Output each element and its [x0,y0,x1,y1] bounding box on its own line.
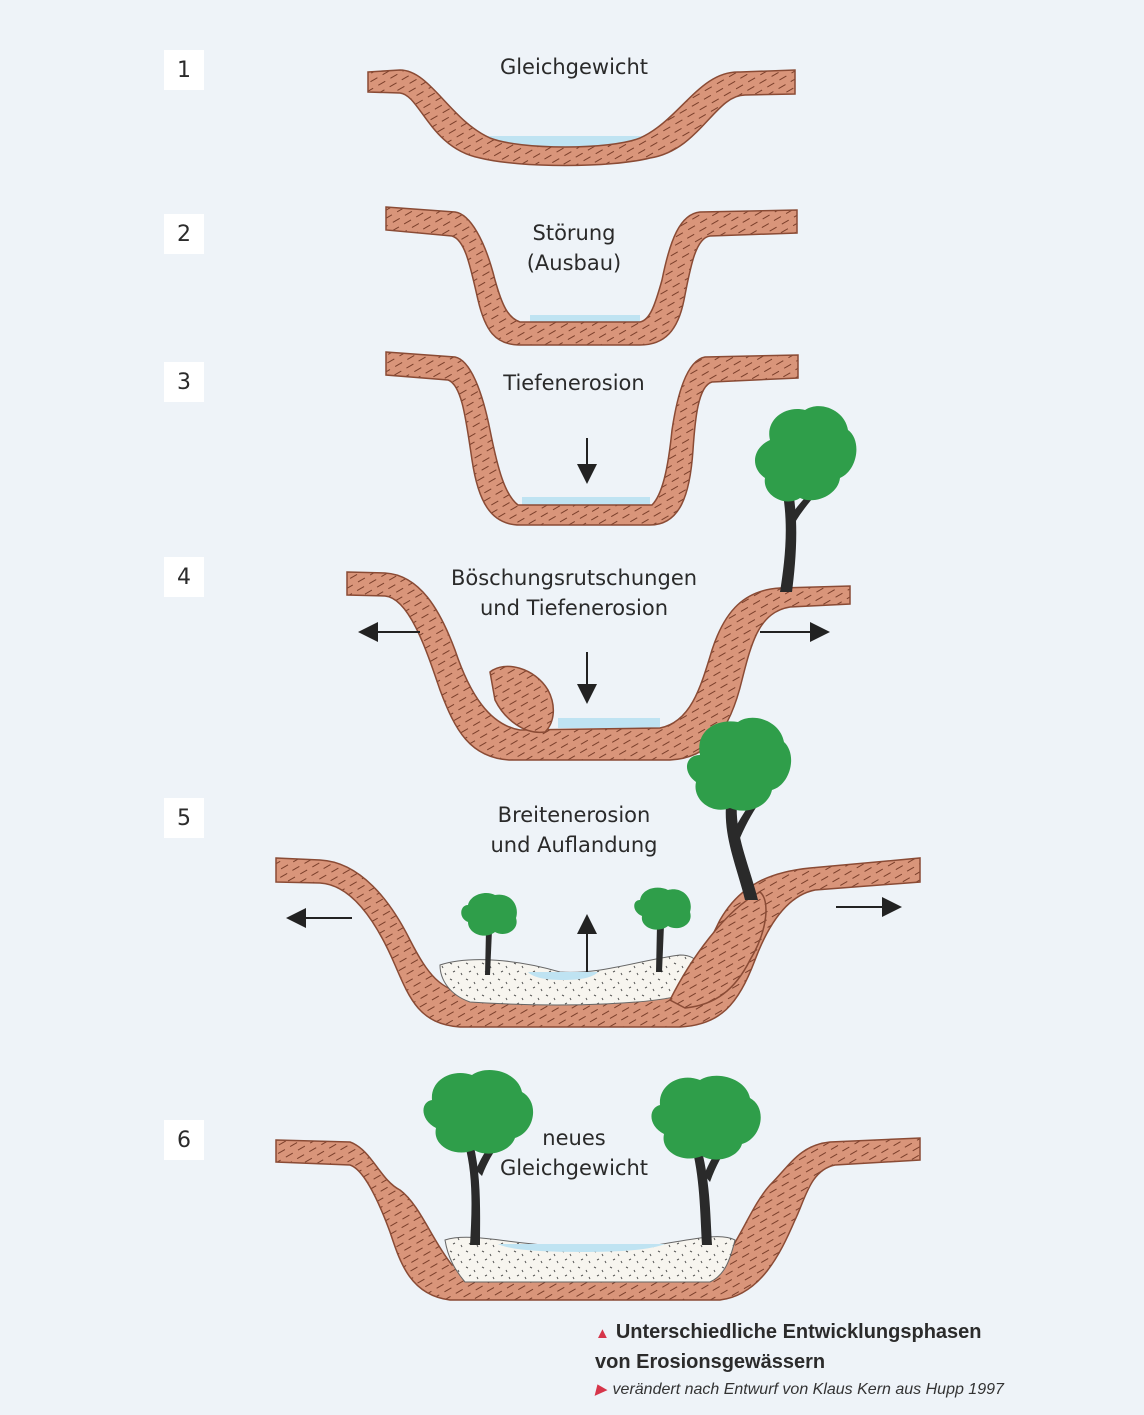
phase-4-profile [346,406,857,761]
phase-5-left-tree-icon [461,893,517,975]
phase-5-label-line-2: und Auflandung [490,833,658,857]
caption-title: ▲ Unterschiedliche Entwicklungsphasen von… [595,1318,1115,1376]
phase-3-label: Tiefenerosion [474,368,674,398]
phase-6-profile [275,1070,921,1301]
phase-1-number: 1 [164,50,204,90]
phase-4-label: Böschungsrutschungen und Tiefenerosion [434,563,714,623]
phase-6-left-tree-icon [423,1070,534,1245]
phase-4-slump [489,665,554,734]
triangle-up-icon: ▲ [595,1325,610,1342]
phase-2-label-line-1: Störung [532,221,616,245]
phase-5-water [528,972,598,980]
phase-6-water [498,1244,665,1252]
figure-caption: ▲ Unterschiedliche Entwicklungsphasen von… [595,1318,1115,1399]
phase-1-label-line: Gleichgewicht [499,55,649,79]
phase-5-profile [275,717,921,1028]
phase-4-label-line-2: und Tiefenerosion [479,596,669,620]
phase-4-number: 4 [164,557,204,597]
phase-5-label-line-1: Breitenerosion [497,803,651,827]
phase-2-number: 2 [164,214,204,254]
phase-2-profile [385,206,798,346]
phase-2-label: Störung (Ausbau) [474,218,674,278]
phase-4-tree-icon [754,406,857,592]
phase-1-soil [367,69,796,167]
phase-6-soil [275,1137,921,1301]
phase-4-soil [346,571,851,761]
caption-source: ▶ verändert nach Entwurf von Klaus Kern a… [595,1380,1115,1399]
phase-6-right-tree-icon [651,1075,761,1245]
phase-6-label-line-2: Gleichgewicht [499,1156,649,1180]
caption-source-text: verändert nach Entwurf von Klaus Kern au… [612,1381,1004,1398]
phase-3-profile [385,351,799,526]
phase-5-right-tree-icon [634,887,691,972]
phase-2-label-line-2: (Ausbau) [526,251,622,275]
phase-4-water [558,718,660,728]
phase-5-big-tree-icon [686,717,792,900]
phase-3-label-line: Tiefenerosion [503,371,645,395]
phase-3-number: 3 [164,362,204,402]
phase-5-number: 5 [164,798,204,838]
phase-6-sediment [444,1236,736,1283]
caption-title-line-1: Unterschiedliche Entwicklungsphasen [615,1321,982,1343]
phase-1-label: Gleichgewicht [474,52,674,82]
phase-6-number: 6 [164,1120,204,1160]
phase-2-water [530,315,640,322]
phase-4-label-line-1: Böschungsrutschungen [450,566,698,590]
phase-3-water [522,497,650,506]
triangle-right-icon: ▶ [595,1381,607,1398]
phase-5-slump [669,891,767,1009]
phase-3-soil [385,351,799,526]
phase-1-profile [367,69,796,167]
phase-5-label: Breitenerosion und Auflandung [454,800,694,860]
caption-title-line-2: von Erosionsgewässern [595,1351,826,1373]
phase-6-label-line-1: neues [542,1126,606,1150]
phase-6-label: neues Gleichgewicht [474,1123,674,1183]
phase-2-soil [385,206,798,346]
